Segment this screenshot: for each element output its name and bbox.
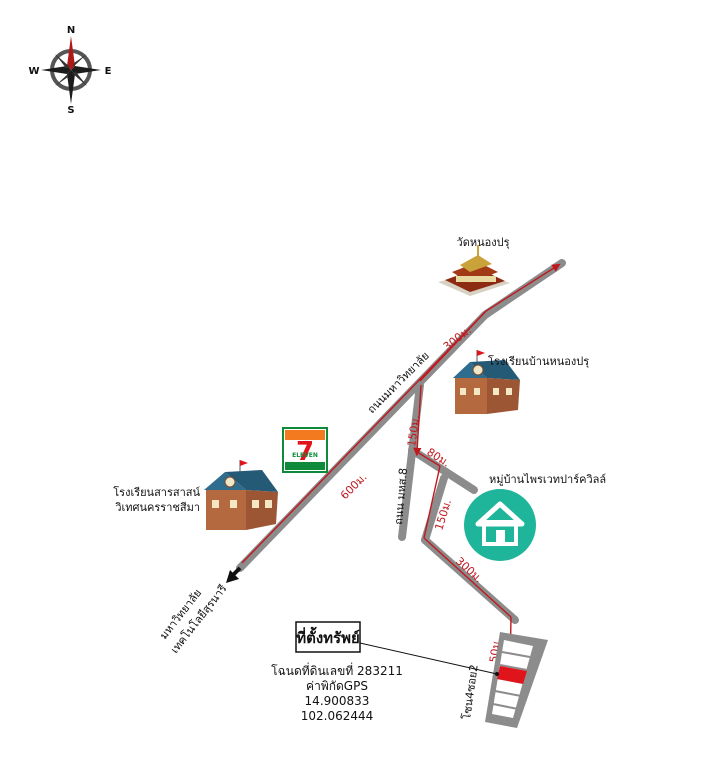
property-plot-marker [497, 666, 527, 684]
school-west-icon [204, 460, 278, 530]
direction-arrow-icon [226, 566, 242, 583]
property-pointer-line [359, 642, 498, 675]
temple-label: วัดหนองปรุ [457, 236, 510, 249]
compass-east: E [105, 66, 112, 77]
compass-west: W [28, 66, 39, 77]
school-north-label: โรงเรียนบ้านหนองปรุ [488, 354, 589, 368]
compass-south: S [67, 105, 74, 116]
land-plot-strip [485, 632, 548, 728]
school-west-label-2: วิเทศนครราชสีมา [115, 501, 200, 514]
property-latitude: 14.900833 [305, 694, 370, 708]
school-north-icon [453, 350, 520, 414]
store-logo-number: 7 [296, 437, 314, 467]
compass-rose-icon: N S W E [28, 25, 111, 116]
lane-label: โซน4ซอย2 [459, 664, 481, 721]
side-road [398, 381, 424, 541]
property-title: ที่ตั้งทรัพย์ [296, 626, 360, 647]
property-title-box [295, 621, 361, 653]
property-gps-label: ค่าพิกัดGPS [306, 679, 368, 693]
property-deed: โฉนดที่ดินเลขที่ 283211 [271, 662, 403, 678]
main-road [236, 259, 566, 572]
compass-north: N [67, 25, 75, 36]
distance-150m-a: 150ม. [405, 414, 422, 447]
temple-icon [438, 245, 510, 296]
village-road [408, 446, 478, 494]
school-west-label-1: โรงเรียนสารสาสน์ [113, 485, 200, 499]
village-inner-road [421, 474, 448, 544]
seven-eleven-logo: 7 ELEVEN [282, 427, 328, 473]
property-longitude: 102.062444 [301, 709, 374, 723]
distance-600m: 600ม. [338, 470, 370, 502]
side-road-label: ถนน มหส.8 [392, 467, 410, 525]
store-logo-text: ELEVEN [292, 452, 318, 459]
village-label: หมู่บ้านไพรเวทปาร์ควิลล์ [489, 473, 606, 486]
village-home-icon [464, 489, 536, 561]
